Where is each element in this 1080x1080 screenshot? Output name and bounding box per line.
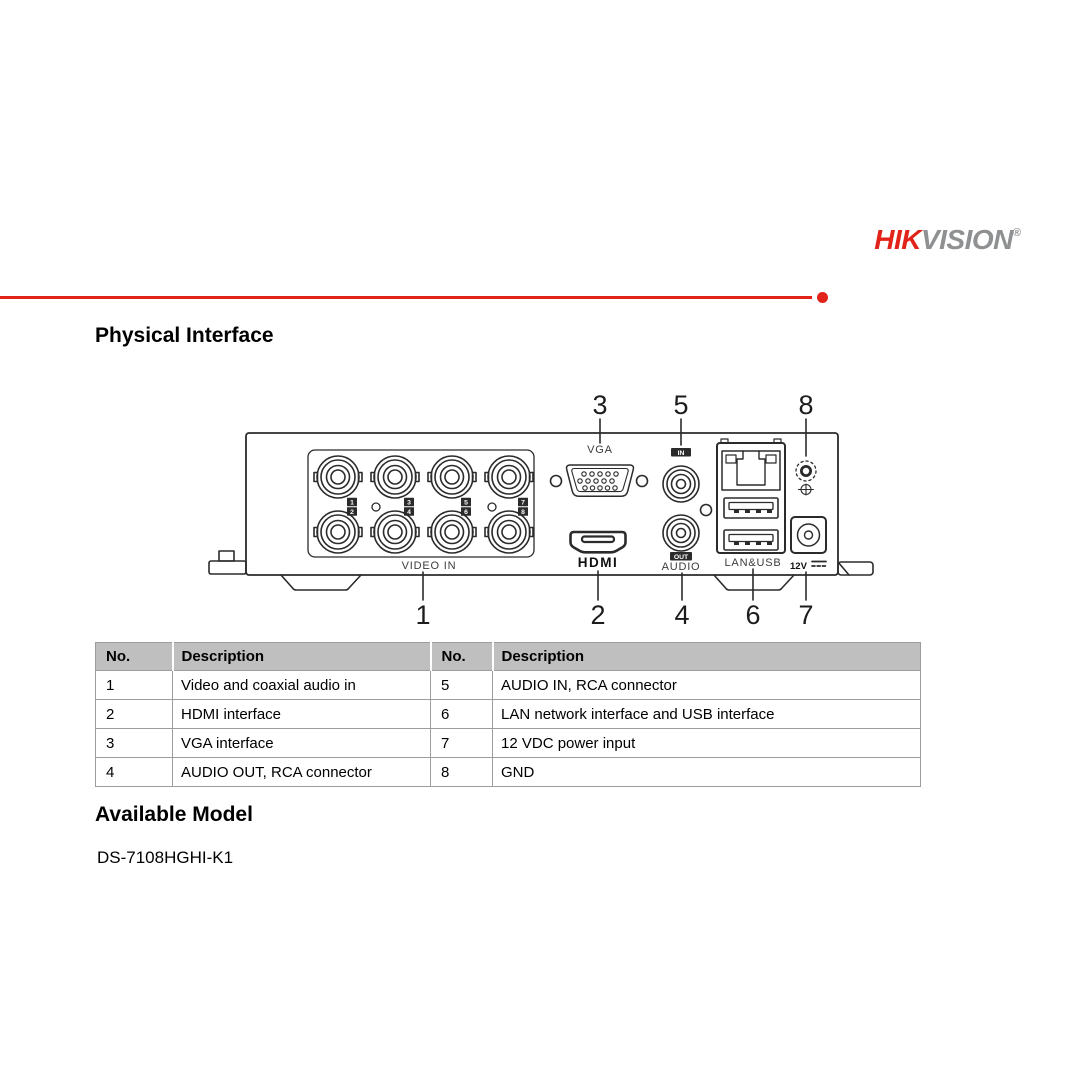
cell-description: HDMI interface [172,699,431,729]
callout-1: 1 [415,600,430,630]
screw-icon [635,474,649,488]
divider-dot [817,292,828,303]
callout-6: 6 [745,600,760,630]
col-header-no-1: No. [95,642,174,671]
screw-icon [549,474,563,488]
cell-description: GND [492,757,921,787]
col-header-description-2: Description [491,642,921,671]
cell-description: Video and coaxial audio in [172,670,431,700]
cell-no: 7 [430,728,493,758]
callout-8: 8 [798,390,813,420]
divider-line [0,296,812,299]
screw-icon [371,502,381,512]
diagram-labels: VIDEO IN VGA HDMI AUDIO LAN&USB 12V [402,444,808,573]
cell-description: AUDIO IN, RCA connector [492,670,921,700]
callout-7: 7 [798,600,813,630]
earth-ground-icon [797,483,815,496]
cell-no: 8 [430,757,493,787]
bnc-number-badges: 1 2 3 4 5 6 7 8 IN OUT [347,448,692,561]
callout-5: 5 [673,390,688,420]
cell-no: 3 [95,728,173,758]
chassis-outline [245,432,839,576]
audio-in-badge: IN [678,450,685,457]
cell-description: AUDIO OUT, RCA connector [172,757,431,787]
power-label: 12V [790,561,808,572]
col-header-description-1: Description [171,642,432,671]
bnc-badge: 7 [521,500,525,507]
col-header-no-2: No. [429,642,494,671]
interface-table: No. Description No. Description 1 Video … [95,642,921,787]
dc-symbol-icon [811,560,827,567]
cell-no: 6 [430,699,493,729]
table-row: 1 Video and coaxial audio in 5 AUDIO IN,… [95,670,921,700]
right-foot [713,574,795,591]
audio-label: AUDIO [662,561,701,573]
ground-screw [795,460,817,496]
bnc-badge: 8 [521,509,525,516]
hikvision-logo: HIKVISION® [874,224,1021,256]
video-in-label: VIDEO IN [402,560,457,572]
callout-lines [422,418,807,601]
table-header-row: No. Description No. Description [95,642,921,671]
cell-description: LAN network interface and USB interface [492,699,921,729]
logo-registered-mark: ® [1012,227,1021,239]
table-row: 4 AUDIO OUT, RCA connector 8 GND [95,757,921,787]
usb-port-1 [723,497,779,519]
hdmi-label: HDMI [578,555,619,570]
callout-numbers: 3 5 8 1 2 4 6 7 [415,390,813,630]
logo-vision: VISION [920,224,1013,255]
section-title-physical-interface: Physical Interface [95,324,274,347]
video-in-block [307,449,535,558]
table-row: 3 VGA interface 7 12 VDC power input [95,728,921,758]
bnc-connectors [313,455,534,554]
bnc-badge: 3 [407,500,411,507]
cell-no: 4 [95,757,173,787]
cell-no: 2 [95,699,173,729]
callout-3: 3 [592,390,607,420]
cell-description: VGA interface [172,728,431,758]
audio-out-badge: OUT [674,554,689,561]
bnc-badge: 6 [464,509,468,516]
rear-panel-diagram: 1 2 3 4 5 6 7 8 IN OUT VIDEO IN VGA HDMI… [208,390,874,630]
usb-port-2 [723,529,779,551]
rca-audio-in [662,465,700,503]
bnc-badge: 4 [407,509,411,516]
logo-hik: HIK [874,224,921,255]
cell-no: 1 [95,670,173,700]
screw-icon [699,503,713,517]
bnc-badge: 5 [464,500,468,507]
callout-4: 4 [674,600,689,630]
model-number: DS-7108HGHI-K1 [97,848,234,867]
power-jack [790,516,827,554]
bnc-badge: 1 [350,500,354,507]
lan-usb-label: LAN&USB [725,557,782,569]
callout-2: 2 [590,600,605,630]
cell-description: 12 VDC power input [492,728,921,758]
cell-no: 5 [430,670,493,700]
vga-label: VGA [587,444,613,456]
rca-audio-out [662,514,700,552]
bnc-badge: 2 [350,509,354,516]
lan-usb-block [716,438,786,554]
hdmi-port [569,530,627,554]
table-row: 2 HDMI interface 6 LAN network interface… [95,699,921,729]
vga-connector [565,464,635,497]
screw-icon [487,502,497,512]
rj45-port [721,450,781,491]
left-foot [280,574,362,591]
right-mounting-ear [837,561,874,576]
section-title-available-model: Available Model [95,803,253,826]
left-mounting-ear [208,550,247,575]
